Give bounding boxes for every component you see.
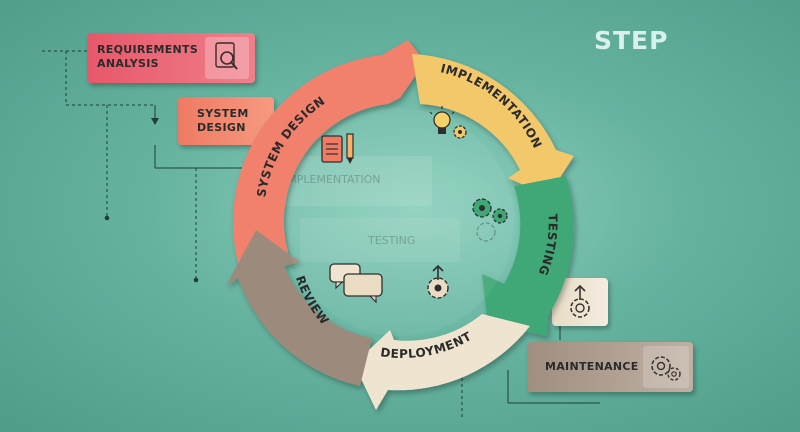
requirements-analysis-card: REQUIREMENTS ANALYSIS <box>87 33 255 83</box>
ghost-testing-label: TESTING <box>368 234 415 247</box>
gear-upload-icon-center <box>427 264 449 299</box>
gears-cluster-icon <box>472 198 508 242</box>
maintenance-icon-box <box>643 346 689 388</box>
ghost-implementation-label: IMPLEMENTATION <box>284 173 381 186</box>
magnifier-document-icon <box>215 42 238 70</box>
chat-bubbles-icon <box>329 263 383 304</box>
system-design-label-line2: DESIGN <box>197 121 246 134</box>
gears-icon <box>651 356 681 381</box>
segment-implementation <box>412 54 574 196</box>
page-title: STEP <box>594 26 669 55</box>
requirements-label-line1: REQUIREMENTS <box>97 43 199 56</box>
ghost-testing-bar: TESTING <box>300 218 460 262</box>
documents-pencil-icon <box>321 133 354 164</box>
segment-testing <box>482 176 574 336</box>
lightbulb-gear-icon <box>429 106 467 139</box>
maintenance-card: MAINTENANCE <box>527 342 693 392</box>
requirements-label-line2: ANALYSIS <box>97 57 159 70</box>
segment-deployment <box>354 314 530 410</box>
segment-review <box>226 230 372 386</box>
requirements-icon-box <box>205 37 249 79</box>
gear-upload-icon <box>570 284 590 318</box>
segment-system-design <box>232 40 425 270</box>
system-design-card: SYSTEM DESIGN <box>178 97 274 145</box>
maintenance-label: MAINTENANCE <box>545 360 639 373</box>
system-design-label-line1: SYSTEM <box>197 107 249 120</box>
